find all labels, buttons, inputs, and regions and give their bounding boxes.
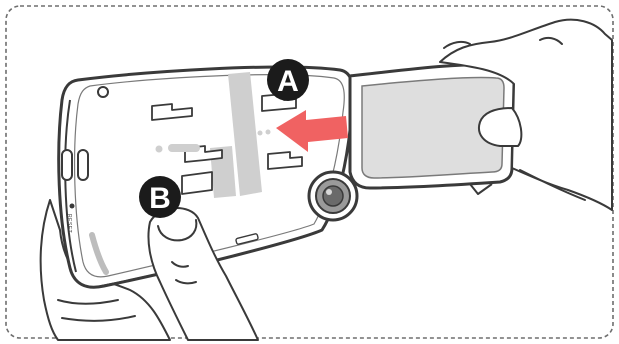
marker-b-label: B [149, 182, 171, 215]
contact-dot [265, 129, 271, 135]
dashcam-body: RESET [57, 65, 355, 289]
contact-dot [155, 145, 163, 153]
marker-a: A [267, 59, 309, 101]
side-button-top [61, 149, 73, 181]
side-button-mid [77, 149, 89, 181]
reset-hole [69, 203, 75, 209]
clip-slot [267, 151, 303, 170]
windshield-mount [348, 63, 516, 195]
pressing-finger [147, 206, 259, 341]
arrow-left-icon [276, 110, 348, 152]
marker-a-label: A [277, 65, 299, 98]
side-edge [64, 99, 77, 273]
adhesive-strip [228, 72, 262, 196]
reset-label: RESET [66, 214, 72, 233]
contact-pad [168, 144, 200, 152]
right-hand [439, 18, 613, 211]
mount-hole [97, 86, 109, 98]
marker-b: B [139, 176, 181, 218]
contact-dot [257, 130, 263, 136]
dashcam-inner-edge [73, 74, 345, 278]
camera-lens-icon [307, 170, 359, 222]
mount-adhesive-pad [361, 76, 505, 179]
clip-slot [151, 103, 193, 121]
thumb [478, 107, 523, 147]
clip-slot [181, 171, 213, 195]
